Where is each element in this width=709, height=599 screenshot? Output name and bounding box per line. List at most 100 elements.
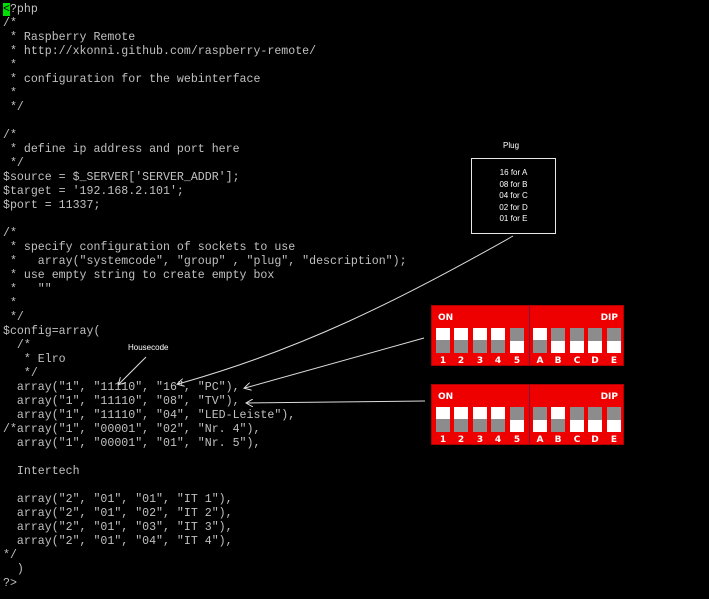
switch-knob — [473, 407, 487, 419]
plug-map-b: 08 for B — [499, 179, 528, 189]
housecode-label: Housecode — [128, 343, 169, 352]
dip-on-label: ON — [438, 392, 454, 402]
code-line: array("1", "11110", "08", "TV"), — [3, 395, 240, 408]
dip-switch-c — [570, 407, 584, 432]
switch-knob — [454, 407, 468, 419]
dip-position-label: C — [573, 356, 581, 366]
switch-knob — [551, 341, 565, 353]
dip-switch-2 — [454, 407, 468, 432]
arrow-plug — [178, 235, 514, 384]
dip-label: DIP — [600, 392, 618, 402]
code-line: * "" — [3, 283, 52, 296]
code-line: /*array("1", "00001", "02", "Nr. 4"), — [3, 423, 261, 436]
dip-position-label: 2 — [457, 356, 465, 366]
dip-switch-e — [607, 407, 621, 432]
switch-knob — [533, 328, 547, 340]
dip-switch-4 — [491, 328, 505, 353]
code-line: $config=array( — [3, 325, 101, 338]
dip-position-label: B — [554, 356, 562, 366]
dip-switch-a — [533, 328, 547, 353]
switch-knob — [436, 407, 450, 419]
code-line: array("1", "00001", "01", "Nr. 5"), — [3, 437, 261, 450]
code-line: */ — [3, 157, 24, 170]
switch-knob — [570, 341, 584, 353]
code-line: array("1", "11110", "04", "LED-Leiste"), — [3, 409, 296, 422]
code-line: /* — [3, 17, 17, 30]
dip-position-label: D — [591, 356, 599, 366]
dip-switch-c — [570, 328, 584, 353]
code-line: array("1", "11110", "16", "PC"), — [3, 381, 240, 394]
dip-on-label: ON — [438, 313, 454, 323]
code-line: * http://xkonni.github.com/raspberry-rem… — [3, 45, 317, 58]
code-line: Intertech — [3, 465, 80, 478]
dip-position-label: 5 — [513, 435, 521, 445]
dip-position-label: E — [610, 435, 618, 445]
plug-map-a: 16 for A — [499, 168, 528, 177]
dip-switch-5 — [510, 407, 524, 432]
switch-knob — [510, 420, 524, 432]
switch-knob — [607, 420, 621, 432]
code-line: array("2", "01", "03", "IT 3"), — [3, 521, 233, 534]
dip-switch-4 — [491, 407, 505, 432]
dip-position-label: 1 — [439, 435, 447, 445]
arrow-dip-tv — [247, 401, 426, 403]
dip-position-label: D — [591, 435, 599, 445]
switch-knob — [454, 328, 468, 340]
dip-divider — [529, 385, 530, 444]
dip-position-label: 2 — [457, 435, 465, 445]
code-line: * Elro — [3, 353, 66, 366]
dip-position-label: E — [610, 356, 618, 366]
code-line: * Raspberry Remote — [3, 31, 136, 44]
code-line: array("2", "01", "01", "IT 1"), — [3, 493, 233, 506]
dip-position-label: A — [536, 356, 544, 366]
switch-knob — [533, 420, 547, 432]
dip-switch-3 — [473, 328, 487, 353]
dip-position-label: 4 — [494, 356, 502, 366]
dip-label: DIP — [600, 313, 618, 323]
code-line: * configuration for the webinterface — [3, 73, 261, 86]
dip-position-label: C — [573, 435, 581, 445]
code-line: ) — [3, 563, 24, 576]
dip-switch-1 — [436, 407, 450, 432]
plug-map-d: 02 for D — [499, 202, 528, 212]
code-line: * define ip address and port here — [3, 143, 240, 156]
dip-position-label: 3 — [476, 356, 484, 366]
dip-switch-d — [588, 407, 602, 432]
code-line: * specify configuration of sockets to us… — [3, 241, 296, 254]
plug-map-c: 04 for C — [499, 191, 528, 200]
code-line: * array("systemcode", "group" , "plug", … — [3, 255, 407, 268]
code-line: */ — [3, 311, 24, 324]
dip-switch-a — [533, 407, 547, 432]
code-line: $source = $_SERVER['SERVER_ADDR']; — [3, 171, 240, 184]
switch-knob — [588, 420, 602, 432]
plug-map-e: 01 for E — [499, 214, 528, 223]
code-line: $target = '192.168.2.101'; — [3, 185, 184, 198]
dip-position-label: 5 — [513, 356, 521, 366]
plug-label: Plug — [503, 141, 520, 150]
switch-knob — [551, 407, 565, 419]
arrow-housecode — [119, 356, 147, 384]
code-line: * — [3, 59, 17, 72]
switch-knob — [491, 407, 505, 419]
code-line: */ — [3, 549, 17, 562]
dip-position-label: 3 — [476, 435, 484, 445]
dip-position-label: 1 — [439, 356, 447, 366]
dip-position-label: 4 — [494, 435, 502, 445]
code-line: ?> — [3, 577, 17, 590]
dip-switch-b — [551, 328, 565, 353]
code-line: */ — [3, 367, 38, 380]
dip-position-label: A — [536, 435, 544, 445]
terminal-cursor: < — [3, 3, 10, 16]
dip-switch-2 — [454, 328, 468, 353]
switch-knob — [436, 328, 450, 340]
dip-switch-d — [588, 328, 602, 353]
dip-switch-5 — [510, 328, 524, 353]
code-line: array("2", "01", "04", "IT 4"), — [3, 535, 233, 548]
code-line: * — [3, 87, 17, 100]
switch-knob — [510, 341, 524, 353]
arrow-dip-pc — [245, 337, 425, 388]
dip-position-label: B — [554, 435, 562, 445]
